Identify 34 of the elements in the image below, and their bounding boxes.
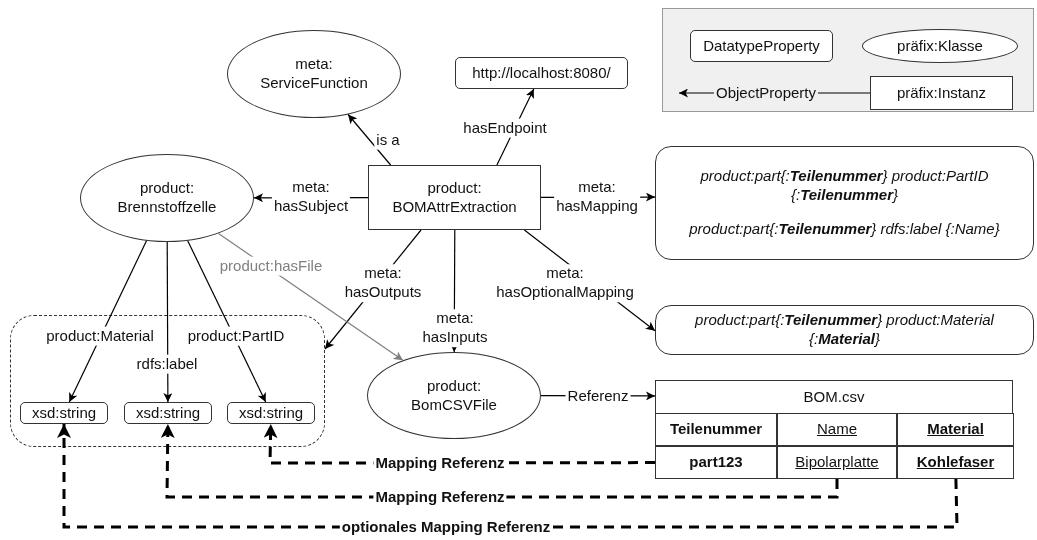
table-cell: Bipolarplatte <box>777 446 897 479</box>
arrow <box>68 240 148 403</box>
edge-label: meta: hasOptionalMapping <box>494 264 636 302</box>
arrow <box>187 240 267 403</box>
arrow <box>347 113 392 166</box>
table-title: BOM.csv <box>802 387 866 408</box>
edge-label: product:hasFile <box>217 256 325 276</box>
datatype-box: xsd:string <box>227 402 315 424</box>
datatype-box: DatatypeProperty <box>690 30 833 62</box>
datatype-box: xsd:string <box>20 402 108 424</box>
table-cell: Name <box>777 413 897 446</box>
edge-label: hasEndpoint <box>461 118 549 138</box>
edge-label: rdfs:label <box>134 354 200 374</box>
datatype-box: http://localhost:8080/ <box>455 57 628 89</box>
csv-table <box>655 380 1013 479</box>
edge-label: product:Material <box>44 326 156 346</box>
legend-panel <box>662 8 1034 112</box>
edge-label: meta: hasInputs <box>420 309 490 347</box>
instance-box: product: BOMAttrExtraction <box>368 165 541 230</box>
table-cell: Teilenummer <box>655 413 777 446</box>
class-ellipse: präfix:Klasse <box>862 29 1018 63</box>
class-ellipse: meta: ServiceFunction <box>227 30 401 118</box>
datatype-box: xsd:string <box>124 402 212 424</box>
edge-label: meta: hasOutputs <box>342 264 424 302</box>
class-ellipse: product: BomCSVFile <box>367 352 541 439</box>
table-cell: Kohlefaser <box>897 446 1014 479</box>
mapping-box: product:part{:Teilenummer} product:Material {:Material} <box>655 305 1034 355</box>
table-cell: Material <box>897 413 1014 446</box>
mapping-box: product:part{:Teilenummer} product:PartID {:Teilenummer} product:part{:Teilenummer} rdfs:label {:Name} <box>655 146 1034 260</box>
class-ellipse: product: Brennstoffzelle <box>80 154 254 242</box>
table-cell: part123 <box>655 446 777 479</box>
instance-box: präfix:Instanz <box>870 76 1013 110</box>
edge-label: product:PartID <box>185 326 287 346</box>
arrow <box>163 241 173 403</box>
